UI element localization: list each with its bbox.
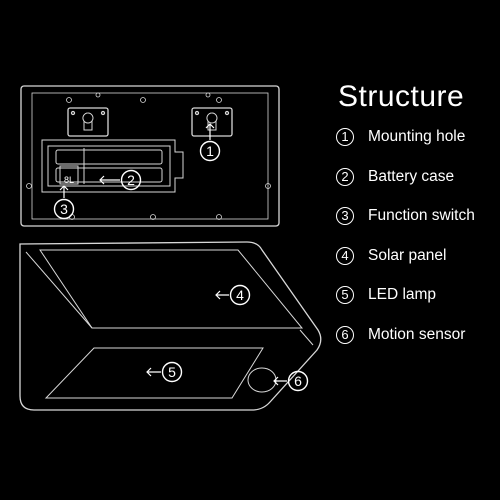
callout-number: 6 — [294, 373, 302, 389]
mounting-hole-left — [67, 107, 109, 137]
solar-panel-outline — [39, 249, 304, 329]
screw-dot — [66, 97, 72, 103]
screw-dot — [216, 214, 222, 220]
callout-arrow-2 — [99, 175, 120, 185]
callout-marker-6: 6 — [287, 370, 309, 392]
legend-number: 2 — [336, 167, 354, 186]
legend-number: 1 — [336, 128, 354, 146]
callout-marker-3: 3 — [53, 198, 75, 220]
screw-dot — [216, 97, 222, 103]
callout-marker-2: 2 — [120, 169, 142, 191]
legend-label: LED lamp — [368, 286, 437, 303]
front-view — [19, 241, 322, 411]
battery-case — [41, 139, 184, 193]
callout-arrow-3 — [59, 185, 69, 198]
legend-number: 3 — [336, 207, 354, 225]
callout-number: 2 — [127, 172, 135, 188]
front-housing — [19, 241, 322, 411]
legend-title: Structure — [338, 80, 465, 113]
legend-item-motion-sensor: 6 Motion sensor — [336, 325, 500, 366]
screw-dot — [205, 92, 211, 98]
legend-number: 4 — [336, 246, 354, 265]
legend-number: 5 — [336, 286, 354, 304]
screw-dot — [26, 183, 32, 189]
mounting-hole-right — [191, 107, 233, 137]
legend-item-solar-panel: 4 Solar panel — [336, 246, 500, 287]
callout-arrow-6 — [273, 376, 287, 386]
back-inner-plate — [31, 92, 269, 220]
callout-number: 5 — [168, 364, 176, 380]
callout-number: 1 — [206, 143, 214, 159]
callout-marker-5: 5 — [161, 361, 183, 383]
front-ridge — [25, 251, 314, 346]
callout-marker-4: 4 — [229, 284, 251, 306]
legend-label: Battery case — [368, 167, 455, 185]
back-housing — [20, 85, 280, 227]
screw-dot — [265, 183, 271, 189]
switch-marking: 8L — [64, 175, 74, 185]
legend-item-mounting-hole: 1 Mounting hole — [336, 128, 500, 168]
legend-label: Function switch — [368, 207, 475, 224]
callout-arrow-4 — [215, 290, 229, 300]
legend-item-battery-case: 2 Battery case — [336, 167, 500, 208]
legend: 1 Mounting hole 2 Battery case 3 Functio… — [336, 128, 500, 365]
callout-markers: 1 2 3 4 5 6 8L — [53, 140, 309, 392]
callout-marker-1: 1 — [199, 140, 221, 162]
legend-label: Motion sensor — [368, 325, 466, 343]
legend-item-function-switch: 3 Function switch — [336, 207, 500, 247]
callouts — [59, 123, 287, 386]
screw-dot — [140, 97, 146, 103]
callout-arrow-5 — [146, 367, 161, 377]
legend-label: Mounting hole — [368, 128, 466, 145]
legend-label: Solar panel — [368, 246, 447, 264]
legend-item-led-lamp: 5 LED lamp — [336, 286, 500, 326]
callout-number: 4 — [236, 287, 244, 303]
led-lamp-outline — [44, 347, 264, 399]
legend-number: 6 — [336, 325, 354, 344]
callout-number: 3 — [60, 201, 68, 217]
back-view — [20, 85, 280, 227]
callout-arrow-1 — [205, 123, 215, 140]
screw-dot — [150, 214, 156, 220]
screw-dot — [95, 92, 101, 98]
motion-sensor-window — [247, 367, 277, 393]
